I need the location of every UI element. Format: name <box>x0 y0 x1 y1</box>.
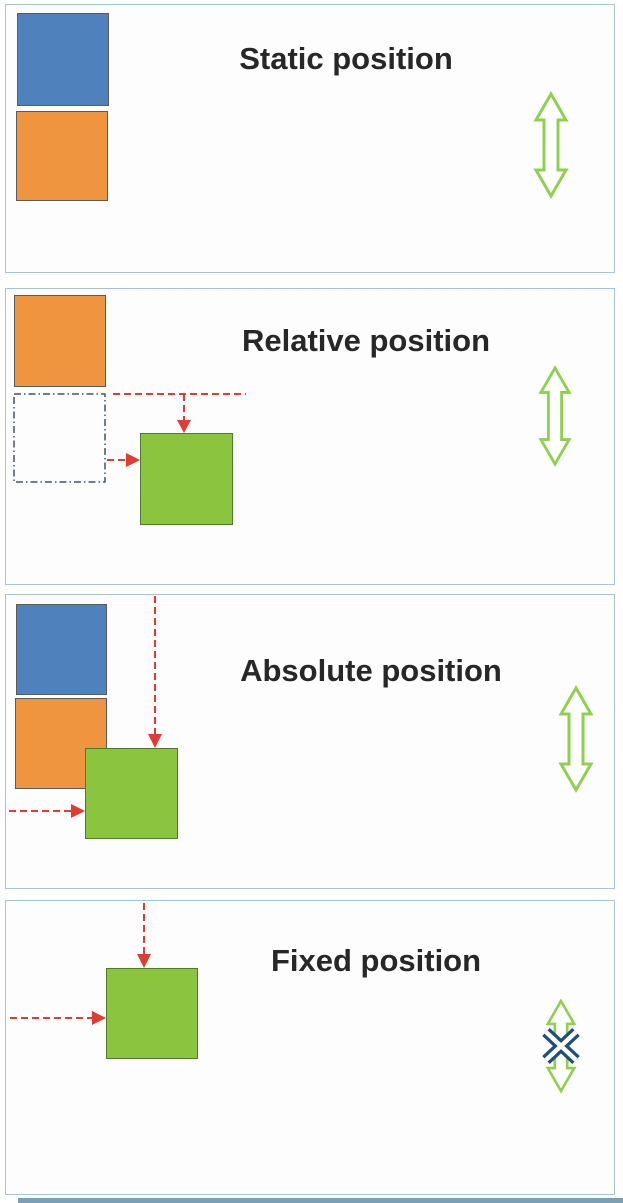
down-arrowhead-icon <box>177 420 191 433</box>
panel-title: Static position <box>239 41 453 76</box>
absolute-position-panel: Absolute position <box>5 594 615 889</box>
green-box <box>106 968 198 1059</box>
bottom-blue-bar <box>18 1198 623 1203</box>
scroll-double-arrow-icon <box>558 684 594 794</box>
green-box <box>85 748 178 839</box>
right-arrowhead-icon <box>92 1011 106 1025</box>
fixed-position-panel: Fixed position <box>5 900 615 1195</box>
blue-box <box>16 604 107 695</box>
panel-title: Fixed position <box>270 943 482 978</box>
scroll-double-arrow-icon <box>538 365 572 467</box>
orange-box <box>14 295 106 387</box>
panel-title: Relative position <box>241 323 491 358</box>
ghost-original-position-box <box>13 393 106 483</box>
right-arrowhead-icon <box>126 453 140 467</box>
x-cross-icon <box>542 1027 580 1065</box>
orange-box <box>16 111 108 201</box>
panel-title: Absolute position <box>240 653 502 688</box>
relative-position-panel: Relative position <box>5 288 615 585</box>
down-arrowhead-icon <box>137 954 151 968</box>
scroll-double-arrow-icon <box>533 90 569 200</box>
static-position-panel: Static position <box>5 4 615 273</box>
green-box <box>140 433 233 525</box>
right-arrowhead-icon <box>71 804 85 818</box>
down-arrowhead-icon <box>148 734 162 748</box>
blue-box <box>17 13 109 106</box>
